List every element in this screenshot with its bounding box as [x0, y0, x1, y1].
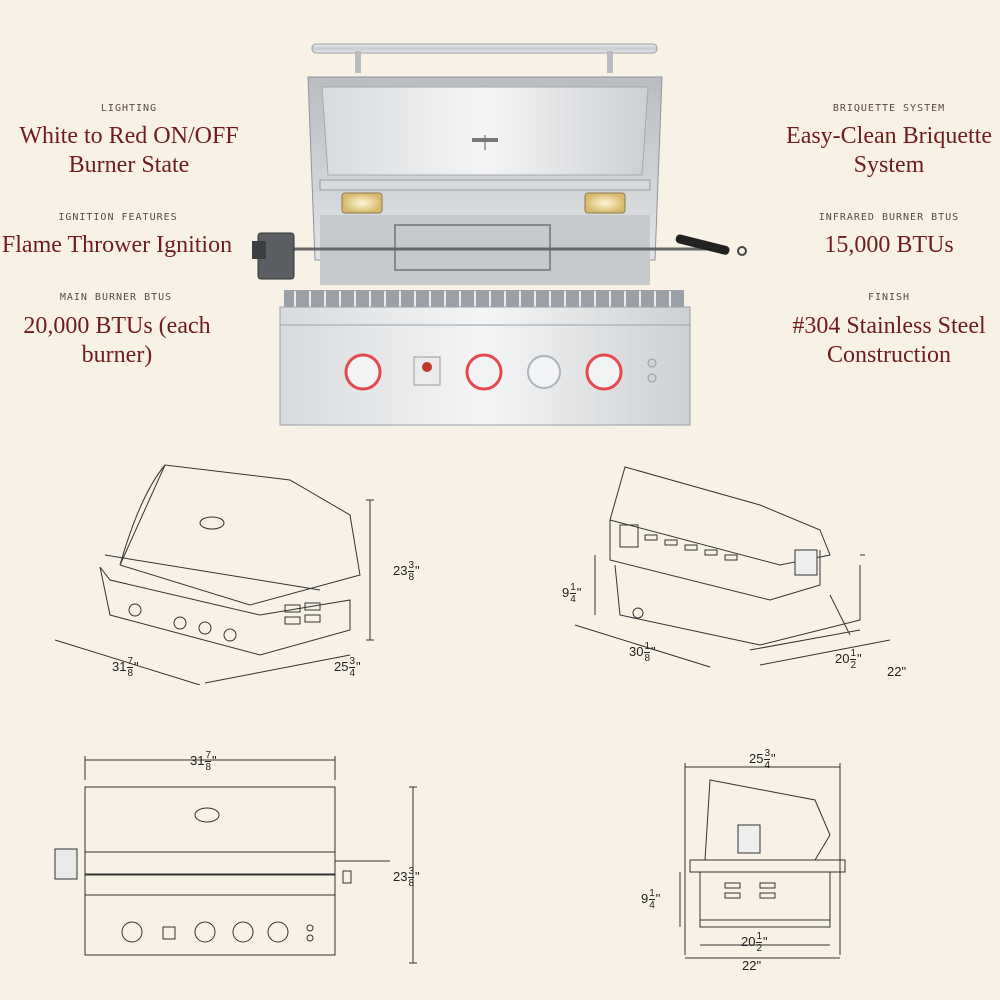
- iso-front-height-whole: 23: [393, 562, 408, 578]
- iso-front-depth-den: 4: [349, 668, 356, 679]
- side-top-whole: 25: [749, 750, 764, 766]
- briquette-value-line2: System: [853, 152, 925, 178]
- side-height-whole: 9: [641, 890, 649, 906]
- side-height-den: 4: [649, 900, 655, 911]
- iso-back-height-whole: 9: [562, 584, 570, 600]
- side-top-den: 4: [764, 760, 771, 771]
- front-width-den: 8: [205, 762, 212, 773]
- ignition-value: Flame Thrower Ignition: [0, 231, 242, 260]
- side-inner-whole: 20: [741, 933, 756, 949]
- iso-front-width-whole: 31: [112, 658, 127, 674]
- iso-front-depth-whole: 25: [334, 658, 349, 674]
- knob-1: [344, 353, 382, 391]
- iso-front-width-den: 8: [127, 668, 134, 679]
- front-height-num: 3: [408, 866, 415, 878]
- side-total-dim: 22": [742, 958, 762, 973]
- lighting-value: White to Red ON/OFF Burner State: [4, 122, 254, 180]
- side-inner-num: 1: [756, 931, 763, 943]
- iso-back-width-whole: 30: [629, 643, 644, 659]
- briquette-value: Easy-Clean Briquette System: [764, 122, 1000, 180]
- iso-back-height-den: 4: [570, 594, 576, 605]
- side-view-drawing: [679, 763, 846, 959]
- iso-back-total-dim: 22": [887, 664, 907, 679]
- infrared-label: INFRARED BURNER BTUS: [818, 212, 960, 223]
- lighting-value-line2: Burner State: [68, 152, 190, 178]
- iso-front-height-den: 8: [408, 572, 415, 583]
- side-height-num: 1: [649, 888, 655, 900]
- front-width-whole: 31: [190, 752, 205, 768]
- iso-front-drawing: [54, 464, 374, 685]
- front-width-num: 7: [205, 750, 212, 762]
- lighting-value-line1: White to Red ON/OFF: [19, 123, 239, 149]
- iso-back-height-num: 1: [570, 582, 576, 594]
- iso-back-width-num: 1: [644, 641, 651, 653]
- iso-back-depth-num: 1: [850, 648, 857, 660]
- briquette-label: BRIQUETTE SYSTEM: [832, 103, 946, 114]
- infrared-value-line1: 15,000 BTUs: [824, 232, 954, 258]
- finish-value-line1: #304 Stainless Steel: [792, 313, 986, 339]
- front-height-whole: 23: [393, 868, 408, 884]
- iso-back-drawing: [574, 466, 891, 668]
- iso-front-height-num: 3: [408, 560, 415, 572]
- lighting-label: LIGHTING: [100, 103, 158, 114]
- briquette-value-line1: Easy-Clean Briquette: [786, 123, 992, 149]
- front-view-drawing: [54, 756, 417, 964]
- iso-front-width-num: 7: [127, 656, 134, 668]
- ignition-value-line1: Flame Thrower Ignition: [1, 232, 233, 258]
- front-height-den: 8: [408, 878, 415, 889]
- infrared-value: 15,000 BTUs: [764, 231, 1000, 260]
- main-burner-value-line1: 20,000 BTUs (each: [23, 313, 211, 339]
- iso-front-depth-num: 3: [349, 656, 356, 668]
- main-burner-value: 20,000 BTUs (each burner): [0, 312, 242, 370]
- finish-value: #304 Stainless Steel Construction: [764, 312, 1000, 370]
- finish-value-line2: Construction: [827, 342, 951, 368]
- side-inner-den: 2: [756, 943, 763, 954]
- iso-back-depth-den: 2: [850, 660, 857, 671]
- ignition-label: IGNITION FEATURES: [58, 212, 178, 223]
- finish-label: FINISH: [867, 292, 911, 303]
- iso-back-width-den: 8: [644, 653, 651, 664]
- main-burner-label: MAIN BURNER BTUS: [59, 292, 173, 303]
- main-burner-value-line2: burner): [81, 342, 153, 368]
- grill-product-photo: [252, 43, 747, 426]
- iso-back-depth-whole: 20: [835, 650, 850, 666]
- side-top-num: 3: [764, 748, 771, 760]
